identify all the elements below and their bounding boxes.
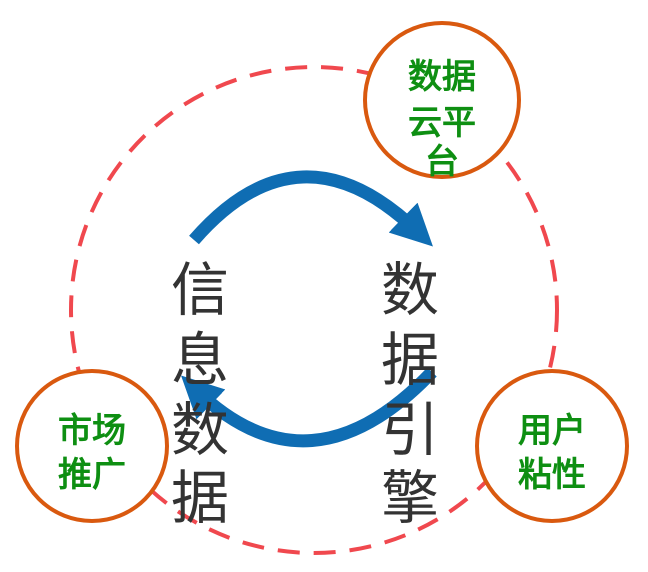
left-char-4: 据	[171, 464, 229, 532]
node-market-line-2: 推广	[58, 455, 126, 495]
node-cloud-circle	[363, 21, 521, 179]
node-market-line-1: 市场	[58, 411, 126, 451]
right-char-3: 引	[381, 396, 439, 464]
node-user-line-2: 粘性	[518, 455, 586, 495]
right-char-2: 据	[381, 326, 439, 394]
node-market-circle	[15, 369, 169, 523]
left-char-3: 数	[171, 396, 229, 464]
node-cloud-platform: 数据 云平 台	[363, 21, 521, 182]
bottom-cycle-arrow	[181, 367, 437, 448]
outer-dashed-ring	[69, 65, 559, 555]
top-cycle-arrow	[189, 170, 433, 247]
node-user-stickiness: 用户 粘性	[475, 369, 629, 523]
node-cloud-line-3: 台	[425, 142, 459, 182]
node-cloud-line-1: 数据	[408, 57, 476, 97]
left-vertical-label: 信 息 数 据	[171, 256, 229, 532]
node-cloud-line-2: 云平	[408, 103, 476, 143]
node-user-circle	[475, 369, 629, 523]
node-market-promotion: 市场 推广	[15, 369, 169, 523]
node-user-line-1: 用户	[518, 411, 586, 451]
right-vertical-label: 数 据 引 擎	[381, 256, 439, 532]
right-char-1: 数	[381, 256, 439, 324]
left-char-2: 息	[171, 326, 229, 394]
left-char-1: 信	[171, 256, 229, 324]
right-char-4: 擎	[381, 464, 439, 532]
